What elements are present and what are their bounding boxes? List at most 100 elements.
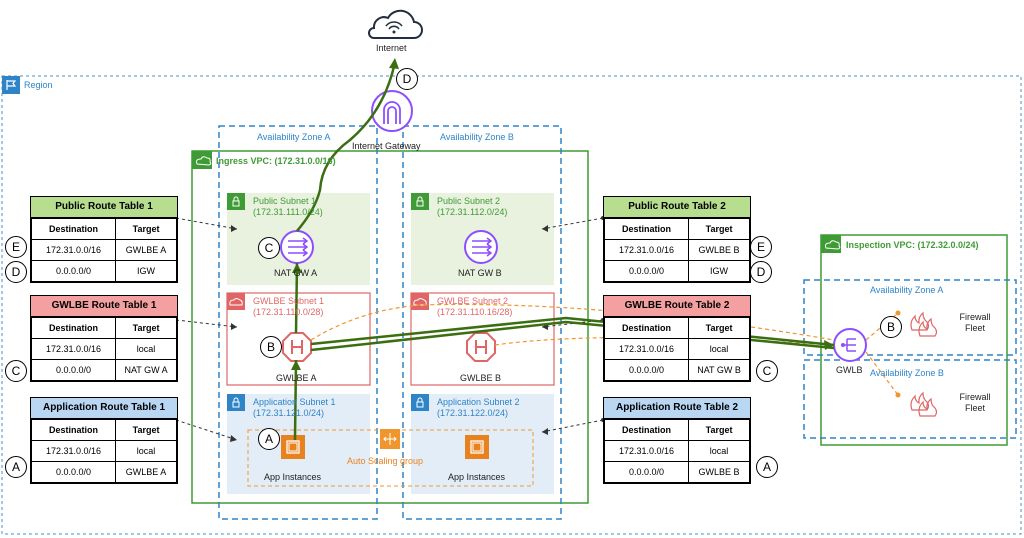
inspection-az-a-boundary [803, 279, 1017, 356]
table-title: Public Route Table 2 [604, 197, 750, 218]
public-subnet-1-title: Public Subnet 1(172.31.111.0/24) [253, 196, 323, 217]
cloud-icon [368, 9, 423, 39]
table-cell: NAT GW B [688, 359, 750, 381]
marker-b-gwlbe: B [260, 336, 282, 358]
az-a-boundary [218, 125, 378, 520]
marker-a-left: A [5, 456, 27, 478]
app-instances-a-icon [281, 435, 305, 459]
column-header: Destination [30, 419, 117, 441]
table-cell: 0.0.0.0/0 [30, 260, 117, 282]
column-header: Target [688, 317, 750, 339]
table-title: Public Route Table 1 [31, 197, 177, 218]
marker-e-left: E [5, 236, 27, 258]
marker-c-left: C [5, 360, 27, 382]
table-cell: GWLBE B [688, 461, 750, 483]
table-title: GWLBE Route Table 1 [31, 296, 177, 317]
az-a-label: Availability Zone A [257, 132, 331, 142]
gwlbe-a-icon [282, 332, 312, 362]
table-cell: NAT GW A [115, 359, 177, 381]
column-header: Target [115, 218, 177, 240]
table-cell: IGW [115, 260, 177, 282]
marker-d-right: D [750, 261, 772, 283]
table-cell: 0.0.0.0/0 [30, 359, 117, 381]
region-flag-icon [2, 76, 20, 94]
gwlbe-a-label: GWLBE A [276, 373, 317, 383]
table-cell: 172.31.0.0/16 [30, 440, 117, 462]
gwlbe-subnet-2-title: GWLBE Subnet 2(172.31.110.16/28) [437, 296, 513, 317]
app-subnet-2-title: Application Subnet 2(172.31.122.0/24) [437, 397, 520, 418]
gwlbe-subnet-1-title: GWLBE Subnet 1(172.31.110.0/28) [253, 296, 325, 317]
marker-b-firewall: B [880, 316, 902, 338]
app-instances-a-label: App Instances [264, 472, 322, 482]
table-cell: local [115, 338, 177, 360]
table-cell: local [688, 440, 750, 462]
marker-d-left: D [5, 261, 27, 283]
column-header: Destination [30, 218, 117, 240]
app-subnet-1-title: Application Subnet 1(172.31.121.0/24) [253, 397, 336, 418]
column-header: Target [688, 419, 750, 441]
inspection-az-b-boundary [803, 359, 1017, 439]
table-cell: 172.31.0.0/16 [603, 239, 690, 261]
gwlb-label: GWLB [836, 365, 863, 375]
table-title: Application Route Table 1 [31, 398, 177, 419]
nat-gateway-b-icon [464, 230, 498, 264]
firewall-fleet-1-label: Firewall Fleet [959, 312, 991, 333]
internet-gateway-label: Internet Gateway [352, 141, 421, 151]
table-cell: 172.31.0.0/16 [30, 338, 117, 360]
gwlbe-b-icon [466, 332, 496, 362]
firewall-fleet-2-label: Firewall Fleet [959, 392, 991, 413]
natgw-a-label: NAT GW A [274, 268, 318, 278]
internet-gateway-icon [371, 90, 413, 132]
column-header: Destination [603, 317, 690, 339]
firewall-fleet-1-icon [910, 311, 938, 337]
marker-a-app: A [258, 428, 280, 450]
nat-gateway-a-icon [280, 230, 314, 264]
app-instances-b-label: App Instances [448, 472, 506, 482]
table-cell: 0.0.0.0/0 [603, 359, 690, 381]
table-title: GWLBE Route Table 2 [604, 296, 750, 317]
table-cell: 172.31.0.0/16 [603, 338, 690, 360]
ingress-vpc-icon [192, 151, 212, 169]
app-instances-b-icon [465, 435, 489, 459]
region-label: Region [24, 80, 53, 90]
ingress-vpc-boundary [191, 150, 589, 504]
column-header: Destination [30, 317, 117, 339]
table-cell: 0.0.0.0/0 [603, 461, 690, 483]
region-boundary [1, 75, 1022, 535]
az-b-label: Availability Zone B [440, 132, 514, 142]
marker-c-right: C [756, 360, 778, 382]
inspection-az-b-label: Availability Zone B [870, 368, 944, 378]
table-cell: GWLBE A [115, 461, 177, 483]
column-header: Target [115, 419, 177, 441]
gwlbe-b-label: GWLBE B [460, 373, 502, 383]
marker-a-right: A [756, 456, 778, 478]
table-cell: IGW [688, 260, 750, 282]
table-cell: 172.31.0.0/16 [603, 440, 690, 462]
inspection-vpc-boundary [820, 234, 1008, 446]
asg-label: Auto Scaling group [347, 456, 424, 466]
marker-e-right: E [750, 236, 772, 258]
table-cell: GWLBE B [688, 239, 750, 261]
table-cell: 172.31.0.0/16 [30, 239, 117, 261]
marker-c-natgw: C [258, 237, 280, 259]
column-header: Target [688, 218, 750, 240]
table-cell: 0.0.0.0/0 [603, 260, 690, 282]
public-subnet-2-title: Public Subnet 2(172.31.112.0/24) [437, 196, 508, 217]
table-cell: local [115, 440, 177, 462]
column-header: Destination [603, 218, 690, 240]
inspection-vpc-label: Inspection VPC: (172.32.0.0/24) [846, 240, 979, 250]
inspection-az-a-label: Availability Zone A [870, 285, 944, 295]
table-title: Application Route Table 2 [604, 398, 750, 419]
column-header: Destination [603, 419, 690, 441]
marker-d-internet: D [396, 68, 418, 90]
natgw-b-label: NAT GW B [458, 268, 502, 278]
firewall-fleet-2-icon [910, 391, 938, 417]
table-cell: 0.0.0.0/0 [30, 461, 117, 483]
